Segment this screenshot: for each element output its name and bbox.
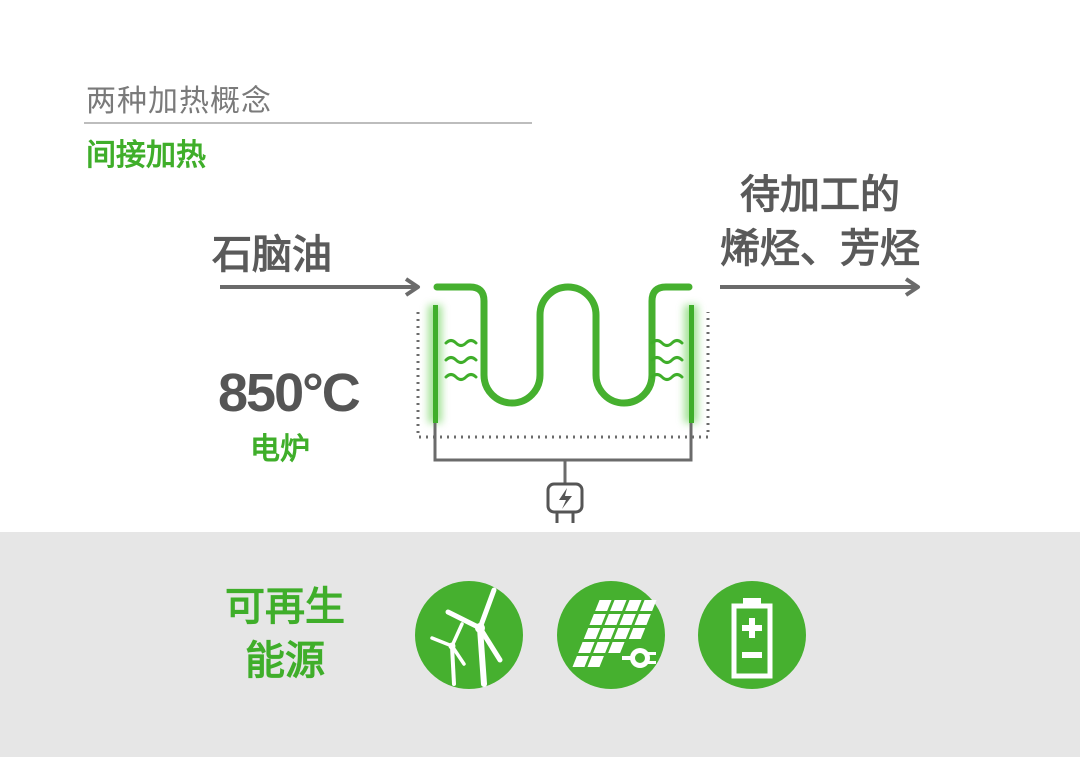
battery-icon (698, 581, 806, 689)
page-title: 两种加热概念 (86, 84, 272, 119)
reactor-coil (433, 283, 693, 407)
output-label-line2: 烯烃、芳烃 (720, 226, 920, 272)
furnace-label: 电炉 (250, 432, 310, 467)
output-label: 待加工的 烯烃、芳烃 (690, 168, 950, 276)
power-wire (433, 423, 693, 484)
heating-element-left (428, 305, 442, 423)
furnace-diagram (220, 277, 920, 523)
renewables-band (0, 532, 1080, 757)
heating-element-right (684, 305, 698, 423)
output-label-line1: 待加工的 (740, 172, 900, 218)
input-arrow (220, 277, 420, 297)
furnace-enclosure (416, 312, 710, 439)
title-divider (84, 122, 532, 124)
renewables-label-line2: 能源 (245, 638, 325, 684)
renewables-label-line1: 可再生 (225, 584, 345, 630)
wind-turbine-icon (415, 581, 523, 689)
heat-waves-right (650, 339, 684, 381)
section-subtitle: 间接加热 (86, 138, 206, 173)
solar-panel-icon (557, 581, 665, 689)
heat-waves-left (444, 339, 478, 381)
power-plug-icon (546, 482, 584, 523)
input-label: 石脑油 (212, 232, 332, 278)
renewables-label: 可再生 能源 (212, 580, 358, 688)
output-arrow (720, 277, 920, 297)
temperature-label: 850°C (218, 363, 361, 423)
